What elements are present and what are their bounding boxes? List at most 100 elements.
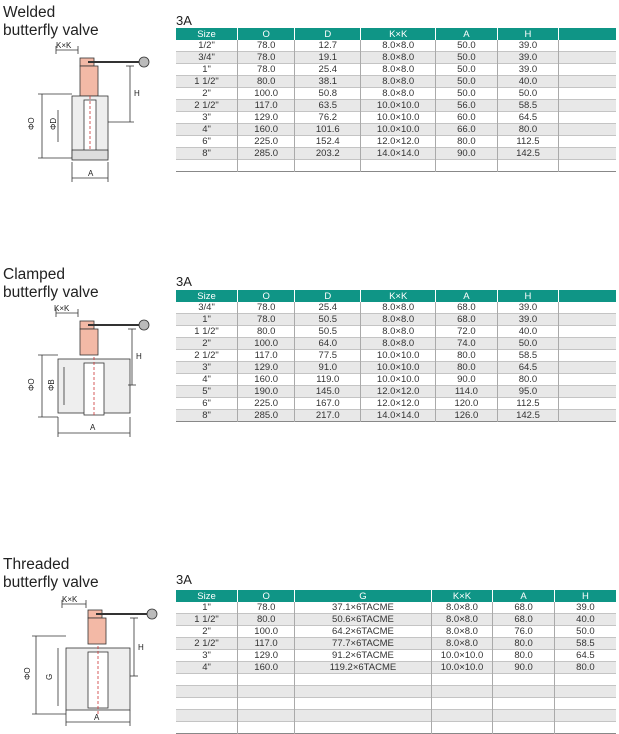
table-cell: 50.0 bbox=[496, 337, 559, 350]
table-cell: 2" bbox=[176, 337, 238, 350]
table-cell-empty bbox=[558, 159, 616, 172]
table-cell: 64.5 bbox=[553, 649, 616, 662]
table-label: 3A bbox=[176, 274, 192, 289]
table-cell: 8.0×8.0 bbox=[360, 302, 436, 314]
table-cell-empty bbox=[558, 111, 616, 124]
table-cell: 95.0 bbox=[496, 385, 559, 398]
h-label: H bbox=[138, 643, 144, 652]
table-cell: 6" bbox=[202, 136, 211, 147]
table-row bbox=[176, 685, 616, 698]
table-cell: 37.1×6TACME bbox=[294, 602, 432, 614]
table-cell: 203.2 bbox=[294, 147, 361, 160]
table-cell: 129.0 bbox=[237, 111, 295, 124]
table-cell: 77.7×6TACME bbox=[294, 637, 432, 650]
table-cell-empty bbox=[558, 337, 616, 350]
table-cell: 50.5 bbox=[294, 313, 361, 326]
table-cell: 25.4 bbox=[294, 302, 361, 314]
table-cell: 68.0 bbox=[435, 302, 498, 314]
table-cell: 68.0 bbox=[492, 613, 555, 626]
table-cell: 1 1/2" bbox=[176, 613, 238, 626]
h-label: H bbox=[134, 89, 140, 98]
table-row bbox=[176, 159, 616, 172]
table-cell: 14.0×14.0 bbox=[360, 147, 436, 160]
table-cell: 58.5 bbox=[496, 99, 559, 112]
table-cell: 10.0×10.0 bbox=[360, 111, 436, 124]
table-cell: 2 1/2" bbox=[194, 350, 219, 361]
table-cell: 167.0 bbox=[294, 397, 361, 410]
table-cell: 78.0 bbox=[237, 51, 295, 64]
table-cell: 100.0 bbox=[237, 87, 295, 100]
table-cell: 80.0 bbox=[237, 75, 295, 88]
table-cell-empty bbox=[558, 361, 616, 374]
table-cell: 68.0 bbox=[435, 313, 498, 326]
table-cell: 101.6 bbox=[294, 123, 361, 136]
kk-label: K×K bbox=[54, 305, 70, 313]
table-cell-empty bbox=[558, 135, 616, 148]
section-title: Clamped butterfly valve bbox=[3, 266, 99, 301]
table-cell: 217.0 bbox=[294, 409, 361, 422]
table-cell: 8.0×8.0 bbox=[360, 325, 436, 338]
column-header: H bbox=[553, 590, 616, 602]
table-cell: 1" bbox=[176, 313, 238, 326]
table-cell: 60.0 bbox=[435, 111, 498, 124]
table-cell bbox=[294, 697, 432, 710]
table-cell: 39.0 bbox=[496, 40, 559, 52]
table-cell-empty bbox=[558, 123, 616, 136]
table-cell: 76.0 bbox=[492, 625, 555, 638]
column-header: A bbox=[492, 590, 555, 602]
table-cell: 1" bbox=[202, 602, 211, 613]
table-cell: 64.2×6TACME bbox=[294, 625, 432, 638]
table-cell: 10.0×10.0 bbox=[430, 649, 493, 662]
table-cell: 80.0 bbox=[237, 325, 295, 338]
table-cell: 8.0×8.0 bbox=[360, 75, 436, 88]
section-title: Threaded butterfly valve bbox=[3, 556, 99, 591]
table-cell: 80.0 bbox=[553, 661, 616, 674]
table-cell: 285.0 bbox=[237, 409, 295, 422]
table-cell: 8.0×8.0 bbox=[430, 625, 493, 638]
column-header-empty bbox=[558, 28, 616, 40]
table-cell: 4" bbox=[176, 661, 238, 674]
column-header: A bbox=[435, 28, 498, 40]
table-cell bbox=[237, 685, 295, 698]
table-cell: 64.5 bbox=[496, 111, 559, 124]
table-cell: 8.0×8.0 bbox=[430, 637, 493, 650]
table-cell: 50.8 bbox=[294, 87, 361, 100]
table-cell: 50.5 bbox=[294, 325, 361, 338]
d-label: ΦD bbox=[49, 118, 58, 130]
table-cell-empty bbox=[558, 87, 616, 100]
table-cell: 160.0 bbox=[237, 373, 295, 386]
table-cell: 50.6×6TACME bbox=[294, 613, 432, 626]
table-cell bbox=[496, 159, 559, 172]
table-cell: 72.0 bbox=[435, 325, 498, 338]
section-welded: Welded butterfly valve K×K ΦO ΦD H A 3A … bbox=[0, 0, 619, 230]
table-cell: 120.0 bbox=[435, 397, 498, 410]
table-cell: 3" bbox=[202, 650, 211, 661]
table-row bbox=[176, 709, 616, 722]
table-cell: 160.0 bbox=[237, 123, 295, 136]
clamped-valve-drawing-icon: K×K ΦO ΦB H A bbox=[27, 305, 150, 437]
table-cell: 50.0 bbox=[435, 87, 498, 100]
table-cell: 2" bbox=[202, 88, 211, 99]
table-cell bbox=[294, 721, 432, 734]
o-label: ΦO bbox=[23, 667, 32, 680]
table-cell-empty bbox=[558, 409, 616, 422]
table-cell: 1" bbox=[202, 64, 211, 75]
table-cell: 2 1/2" bbox=[176, 637, 238, 650]
kk-label: K×K bbox=[56, 41, 72, 50]
table-cell bbox=[360, 159, 436, 172]
column-header: O bbox=[237, 590, 295, 602]
table-cell bbox=[237, 709, 295, 722]
threaded-valve-drawing-icon: K×K ΦO G H A bbox=[23, 596, 158, 726]
table-cell: 14.0×14.0 bbox=[360, 409, 436, 422]
table-cell: 39.0 bbox=[553, 602, 616, 614]
